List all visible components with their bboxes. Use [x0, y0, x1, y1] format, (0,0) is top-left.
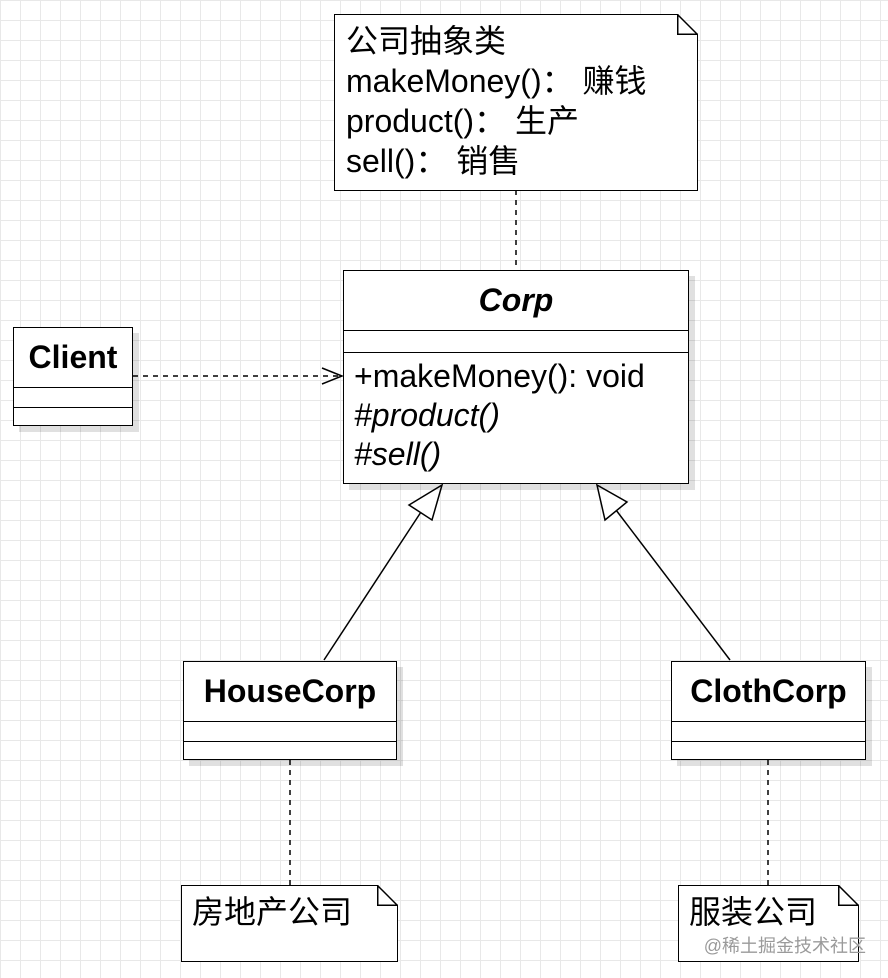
attributes-section: [344, 331, 688, 353]
methods-section: +makeMoney(): void #product() #sell(): [344, 353, 688, 474]
note-line: 公司抽象类: [346, 23, 507, 59]
note-fold-corner: [377, 885, 398, 906]
class-name: Corp: [344, 271, 688, 331]
note-text: 房地产公司: [192, 894, 353, 930]
dependency-arrowhead: [321, 367, 345, 385]
method-product: #product(): [354, 397, 500, 433]
abstract-class-note[interactable]: 公司抽象类 makeMoney()： 赚钱 product()： 生产 sell…: [334, 14, 698, 191]
note-fold-corner: [677, 14, 698, 35]
clothcorp-class[interactable]: ClothCorp: [671, 661, 866, 760]
generalization-arrowhead-cloth: [595, 483, 629, 522]
note-line: sell()： 销售: [346, 143, 521, 179]
client-class[interactable]: Client: [13, 327, 133, 426]
attributes-section: [184, 722, 396, 742]
note-line: product()： 生产: [346, 103, 579, 139]
generalization-housecorp-corp: [323, 511, 422, 661]
housecorp-class[interactable]: HouseCorp: [183, 661, 397, 760]
method-make-money: +makeMoney(): void: [354, 358, 645, 394]
watermark: @稀土掘金技术社区: [703, 936, 866, 956]
note-text: 服装公司: [689, 894, 818, 930]
generalization-arrowhead-house: [407, 483, 444, 522]
corp-class[interactable]: Corp +makeMoney(): void #product() #sell…: [343, 270, 689, 484]
class-name: Client: [14, 328, 132, 388]
class-name: ClothCorp: [672, 662, 865, 722]
class-name: HouseCorp: [184, 662, 396, 722]
note-line: makeMoney()： 赚钱: [346, 63, 647, 99]
housecorp-note[interactable]: 房地产公司: [181, 885, 398, 962]
attributes-section: [672, 722, 865, 742]
method-sell: #sell(): [354, 436, 442, 472]
note-fold-corner: [838, 885, 859, 906]
clothcorp-note[interactable]: 服装公司: [678, 885, 859, 962]
attributes-section: [14, 388, 132, 408]
generalization-clothcorp-corp: [615, 509, 731, 661]
